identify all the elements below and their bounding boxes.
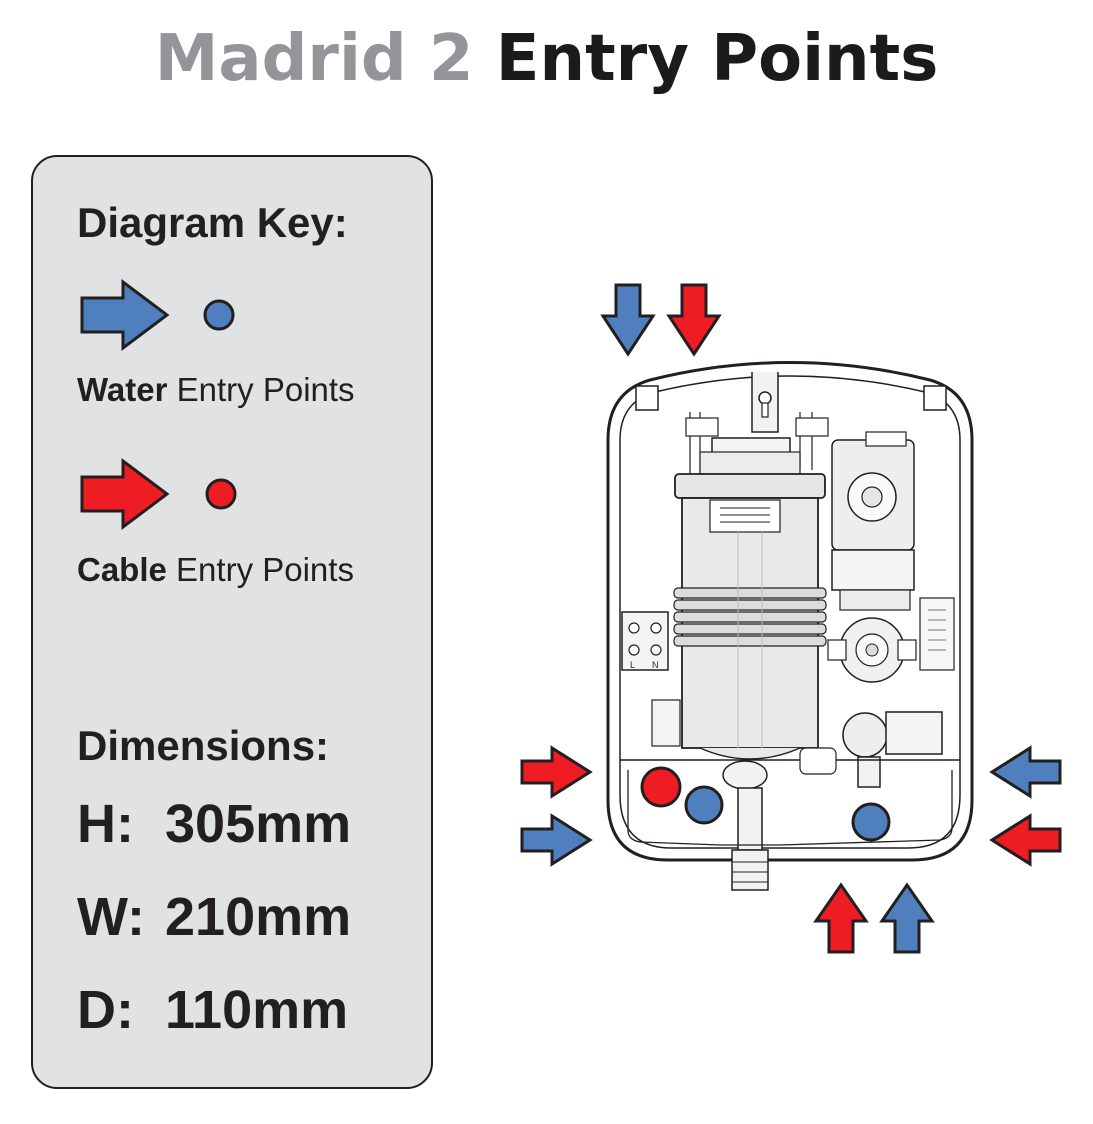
shower-unit-diagram: L N [520, 283, 1062, 954]
heater-tank-cap [674, 473, 826, 499]
water-dot-icon [203, 299, 235, 331]
cable-arrow-right [989, 813, 1062, 867]
diagram-key-heading: Diagram Key: [77, 199, 348, 246]
dimension-label: W: [77, 887, 145, 947]
dimension-value: 210mm [165, 887, 352, 947]
cable-arrow-left [520, 745, 593, 799]
dimension-label: H: [77, 794, 134, 854]
cable-arrow-top [666, 283, 722, 357]
cable-entry-point [640, 766, 682, 808]
dimension-width: W: 210mm [77, 886, 351, 948]
water-arrow-top [600, 283, 656, 357]
dimension-value: 305mm [165, 794, 352, 854]
dimension-value: 110mm [165, 980, 349, 1040]
cable-arrow-bottom [813, 882, 869, 954]
unit-casing-inner [619, 375, 961, 849]
dimension-height: H: 305mm [77, 793, 351, 855]
water-arrow-bottom [879, 882, 935, 954]
terminal-label-l: L [630, 660, 635, 670]
terminal-label-n: N [652, 660, 659, 670]
outlet-fitting [731, 849, 769, 891]
dimensions-heading: Dimensions: [77, 722, 330, 769]
rating-label [919, 597, 955, 671]
water-legend-label: Water Entry Points [77, 371, 355, 408]
inlet-valve [842, 712, 888, 758]
dimension-depth: D: 110mm [77, 979, 348, 1041]
cable-dot-icon [205, 478, 237, 510]
water-arrow-left [520, 813, 593, 867]
title-model: Madrid 2 [154, 22, 474, 96]
heater-tank [681, 497, 819, 749]
dimension-label: D: [77, 980, 134, 1040]
heater-ribs [673, 587, 827, 647]
water-legend-icon [80, 279, 235, 351]
water-arrow-icon [80, 279, 170, 351]
water-entry-point [684, 785, 724, 825]
cable-legend-icon [80, 458, 237, 530]
terminal-block [621, 611, 669, 671]
cable-arrow-icon [80, 458, 170, 530]
page-title: Madrid 2 Entry Points [0, 22, 1093, 96]
diagram-key-panel: Diagram Key: Water Entry Points Cable En… [31, 155, 433, 1089]
water-arrow-right [989, 745, 1062, 799]
water-entry-point [851, 802, 891, 842]
cable-legend-label: Cable Entry Points [77, 551, 354, 588]
title-suffix: Entry Points [495, 22, 939, 96]
